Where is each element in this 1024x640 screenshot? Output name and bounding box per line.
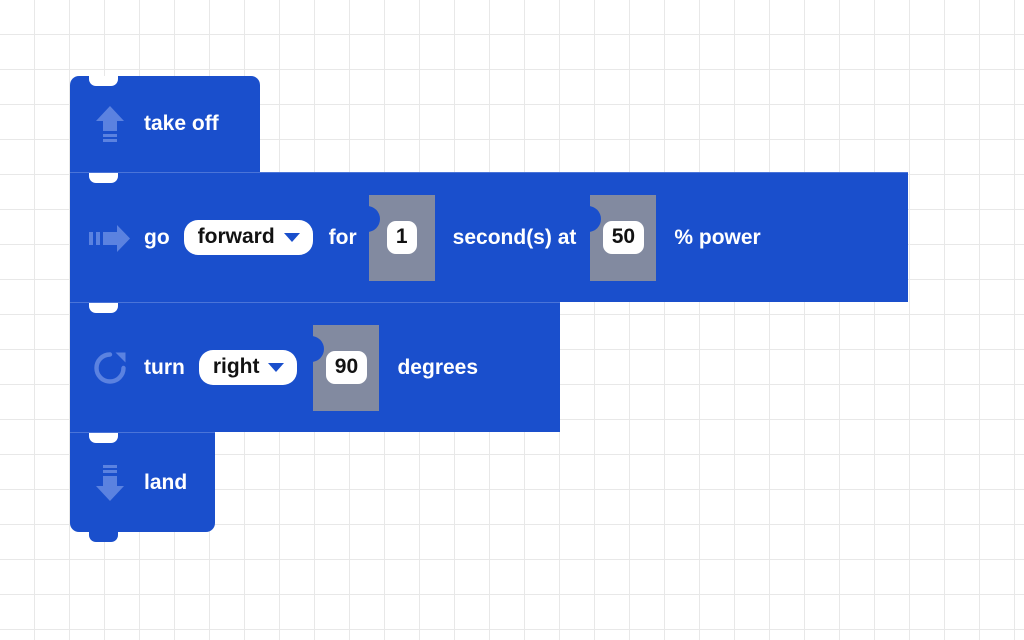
block-label-land: land	[144, 470, 188, 494]
input-go-power-value[interactable]: 50	[602, 221, 645, 254]
block-land[interactable]: land	[70, 432, 215, 542]
block-label-degrees: degrees	[397, 355, 479, 379]
dropdown-turn-direction-value: right	[212, 354, 260, 378]
block-take-off[interactable]: take off	[70, 76, 260, 172]
arrow-down-land-icon	[88, 457, 132, 509]
input-go-duration-value[interactable]: 1	[386, 221, 417, 254]
block-go[interactable]: go forward for 1 second(s) at 50 % power	[70, 172, 908, 302]
chevron-down-icon	[283, 233, 300, 243]
block-label-take-off: take off	[144, 112, 219, 135]
input-go-power[interactable]: 50	[579, 194, 657, 281]
rotate-clockwise-icon	[88, 342, 132, 394]
block-top-notch	[89, 303, 118, 313]
block-top-notch	[89, 173, 118, 183]
block-stack[interactable]: take off go forward for 1 second(s) a	[70, 76, 908, 542]
arrow-right-move-icon	[88, 212, 132, 264]
input-go-duration[interactable]: 1	[357, 194, 435, 281]
block-label-turn: turn	[144, 355, 185, 379]
input-turn-degrees[interactable]: 90	[302, 324, 380, 411]
block-top-notch	[89, 433, 118, 443]
input-turn-degrees-value[interactable]: 90	[325, 351, 368, 384]
block-label-percent-power: % power	[674, 225, 761, 249]
dropdown-go-direction-value: forward	[197, 224, 275, 248]
chevron-down-icon	[268, 363, 285, 373]
block-label-for: for	[328, 225, 357, 249]
arrow-up-takeoff-icon	[88, 98, 132, 150]
block-bottom-tab	[89, 531, 118, 542]
block-turn[interactable]: turn right 90 degrees	[70, 302, 560, 432]
block-top-notch	[89, 76, 118, 86]
dropdown-go-direction[interactable]: forward	[183, 219, 313, 256]
dropdown-turn-direction[interactable]: right	[198, 349, 298, 386]
block-label-seconds-at: second(s) at	[452, 225, 577, 249]
block-label-go: go	[144, 225, 170, 249]
